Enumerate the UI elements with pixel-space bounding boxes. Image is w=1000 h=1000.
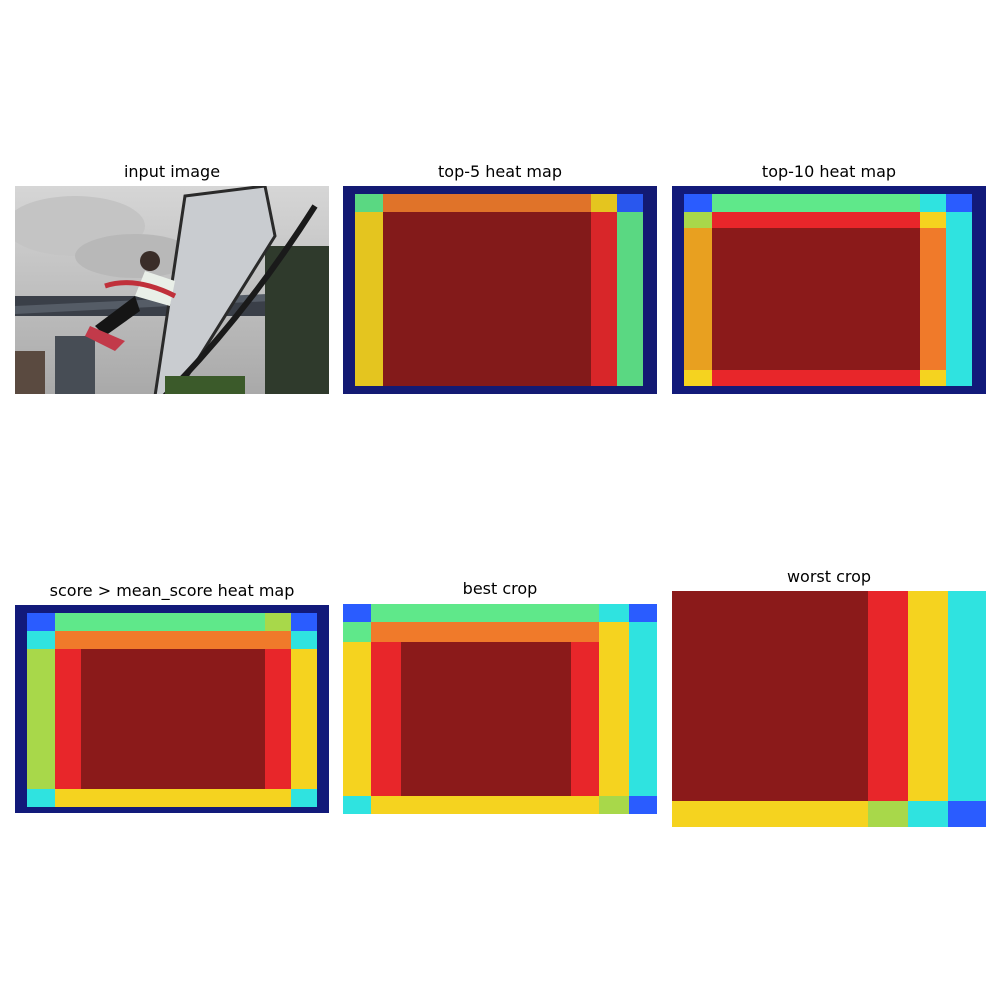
panel-worst-crop: worst crop <box>672 565 986 827</box>
heat-map-top10 <box>672 186 986 394</box>
heat-map-top5 <box>343 186 657 394</box>
panel-title: top-10 heat map <box>761 162 897 181</box>
panel-title: score > mean_score heat map <box>49 581 295 600</box>
panel-mean-score-heat-map: score > mean_score heat map <box>15 579 329 815</box>
heat-map-cells <box>343 604 657 814</box>
heat-map-mean-score <box>15 605 329 813</box>
heat-map-cells <box>672 186 986 394</box>
heat-map-cells <box>15 605 329 813</box>
input-image <box>15 186 329 394</box>
panel-top10-heat-map: top-10 heat map <box>672 160 986 396</box>
heat-map-worst-crop <box>672 591 986 827</box>
photo-illustration <box>15 186 329 394</box>
panel-input-image: input image <box>15 160 329 396</box>
panel-title: best crop <box>462 579 538 598</box>
heat-map-cells <box>672 591 986 827</box>
panel-best-crop: best crop <box>343 579 657 815</box>
panel-title: worst crop <box>786 567 872 586</box>
heat-map-cells <box>343 186 657 394</box>
panel-title: top-5 heat map <box>438 162 562 181</box>
panel-title: input image <box>123 162 221 181</box>
heat-map-best-crop <box>343 604 657 814</box>
panel-top5-heat-map: top-5 heat map <box>343 160 657 396</box>
